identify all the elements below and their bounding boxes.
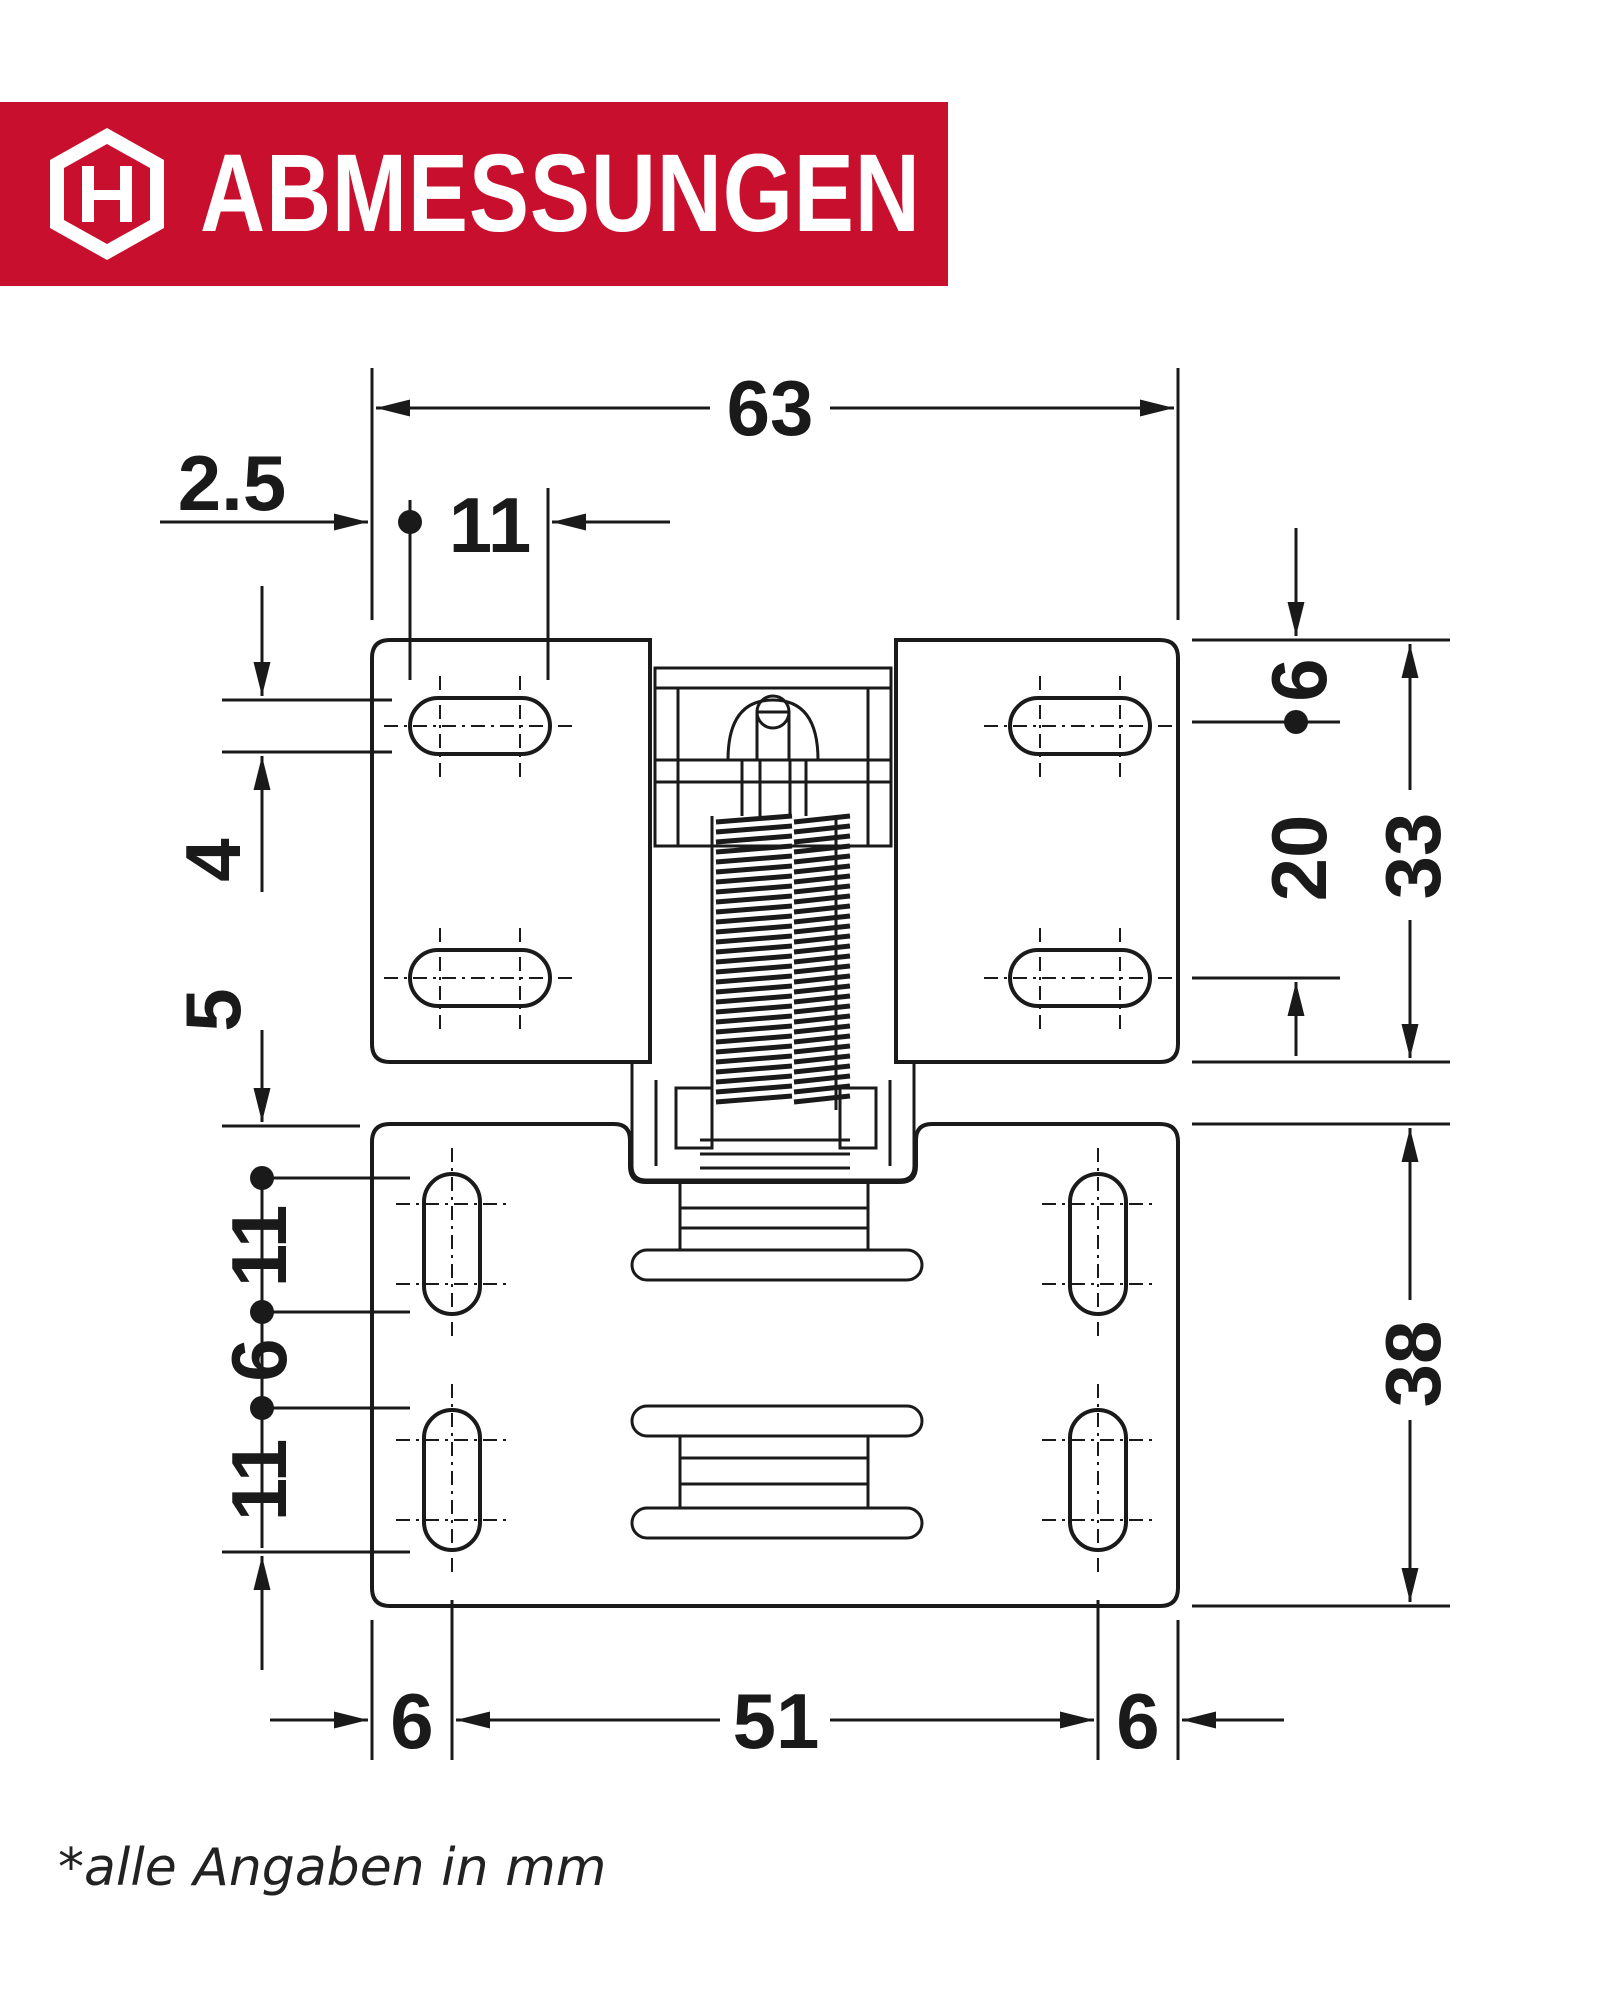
spring-coil-2 [793,993,851,1005]
dim-overall-width: 63 [727,364,814,452]
dim-bottom-right-offset: 6 [1116,1677,1159,1765]
hinge-pin [726,698,820,761]
dim-lower-leaf-height: 38 [1369,1321,1457,1408]
upper-right-leaf [894,638,1180,1064]
spring-coil-2 [793,853,851,865]
spring-coil-1 [715,903,793,915]
spring-coil-2 [793,913,851,925]
dim-bottom-hole-spacing: 51 [733,1677,820,1765]
spring-coil-1 [715,873,793,885]
spring-coil-1 [715,1033,793,1045]
spring-coil-1 [715,883,793,895]
spring-coil-2 [793,963,851,975]
spring-coil-1 [715,1063,793,1075]
spring-coil-2 [793,1063,851,1075]
spring-coil-1 [715,1003,793,1015]
spring-coil-2 [793,923,851,935]
spring-coil-2 [793,1013,851,1025]
dim-lower-slot-bottom: 11 [215,1439,303,1521]
spring-coil-2 [793,833,851,845]
spring-coil-1 [715,943,793,955]
spring-coil-2 [793,813,851,825]
lower-center-slot-top [630,1248,924,1282]
page-title: ABMESSUNGEN [200,132,921,255]
spring-coil-2 [793,1073,851,1085]
spring-coil-1 [715,893,793,905]
dim-upper-leaf-height: 33 [1369,813,1457,900]
spring-coil-2 [793,1033,851,1045]
spring-coil-1 [715,993,793,1005]
dim-lower-slot-mid: 6 [215,1338,303,1381]
spring-coil-1 [715,1083,793,1095]
spring-coil-2 [793,973,851,985]
spring-coil-2 [793,823,851,835]
spring-coil-1 [715,853,793,865]
dim-bottom-left-offset: 6 [390,1677,433,1765]
header-banner: ABMESSUNGEN [0,102,948,286]
spring-coil-2 [793,1003,851,1015]
dim-lower-slot-top: 11 [215,1205,303,1287]
lower-leaf [370,1122,1180,1608]
spring-coil-1 [715,1013,793,1025]
spring-coil-2 [793,1083,851,1095]
dim-slot-vertical-spacing: 20 [1255,815,1343,902]
spring-coil-1 [715,1093,793,1105]
hafele-hexagon-logo-icon [50,128,164,260]
lower-center-slot-bottom-a [630,1404,924,1438]
spring-coil-2 [793,903,851,915]
spring-coil-1 [715,833,793,845]
spring-coil-1 [715,1053,793,1065]
spring-coil-1 [715,983,793,995]
dim-slot-top-offset-left: 4 [169,838,257,881]
spring-coil-2 [793,863,851,875]
spring-coil-2 [793,1093,851,1105]
spring-coil-1 [715,843,793,855]
spring-coil-2 [793,943,851,955]
spring-coil-1 [715,963,793,975]
spring-coil-1 [715,813,793,825]
spring-coil-2 [793,1023,851,1035]
spring-coil-2 [793,933,851,945]
lower-center-slot-bottom-b [630,1506,924,1540]
spring-coil-1 [715,913,793,925]
spring-coil-2 [793,953,851,965]
dim-hole-spacing-top: 11 [449,481,531,569]
spring-coil-1 [715,1043,793,1055]
spring-coil-1 [715,863,793,875]
spring-coil-1 [715,823,793,835]
dim-offset-top-left: 2.5 [178,439,286,527]
spring-coil-2 [793,1043,851,1055]
spring-coil-2 [793,843,851,855]
footnote: *alle Angaben in mm [58,1838,607,1898]
spring-coil-1 [715,973,793,985]
spring-coil-2 [793,1053,851,1065]
spring-coil-1 [715,933,793,945]
spring-coil-1 [715,1023,793,1035]
upper-left-leaf [370,638,652,1064]
spring-coil-2 [793,893,851,905]
spring-coil-2 [793,873,851,885]
spring-coil-2 [793,883,851,895]
dim-gap-between-leaves: 5 [169,988,257,1031]
dim-slot-offset-right: 6 [1255,658,1343,701]
spring-coil-2 [793,983,851,995]
spring-coil-1 [715,953,793,965]
spring-coil-1 [715,923,793,935]
spring-coil-1 [715,1073,793,1085]
